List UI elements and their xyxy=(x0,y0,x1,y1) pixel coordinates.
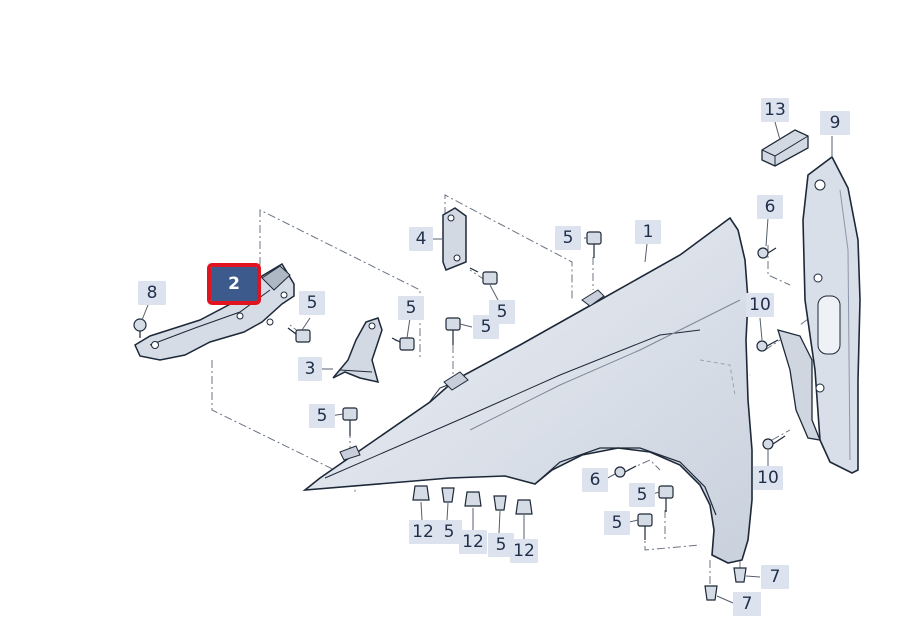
screw-icon xyxy=(757,247,777,259)
clip-icon xyxy=(733,567,747,583)
bolts xyxy=(133,231,786,601)
seal-part xyxy=(777,329,822,441)
screw-icon xyxy=(762,435,786,450)
bolt-icon xyxy=(658,485,674,512)
bolt-icon xyxy=(469,267,498,285)
callout-1[interactable]: 1 xyxy=(635,220,661,244)
callout-7[interactable]: 7 xyxy=(761,565,789,589)
screw-icon xyxy=(756,339,779,352)
callout-5[interactable]: 5 xyxy=(398,296,424,320)
callout-12[interactable]: 12 xyxy=(510,539,538,563)
support-part xyxy=(332,317,383,384)
block-part xyxy=(761,129,809,167)
screw-icon xyxy=(441,487,455,503)
callout-13[interactable]: 13 xyxy=(761,98,789,122)
callout-3[interactable]: 3 xyxy=(298,357,322,381)
clip-icon xyxy=(133,318,147,338)
callout-5[interactable]: 5 xyxy=(309,404,335,428)
callout-5[interactable]: 5 xyxy=(629,483,655,507)
bolt-icon xyxy=(586,231,602,258)
callout-6[interactable]: 6 xyxy=(582,468,608,492)
callout-5[interactable]: 5 xyxy=(436,520,462,544)
callout-10[interactable]: 10 xyxy=(753,466,783,490)
screw-icon xyxy=(614,465,637,478)
screw-icon xyxy=(493,495,507,511)
callout-12[interactable]: 12 xyxy=(459,530,487,554)
fender-part xyxy=(302,216,753,564)
callout-5[interactable]: 5 xyxy=(473,315,499,339)
callout-5[interactable]: 5 xyxy=(489,300,515,324)
clip-icon xyxy=(704,585,718,601)
bolt-icon xyxy=(637,513,653,540)
bolt-icon xyxy=(391,337,415,351)
bolt-icon xyxy=(342,407,358,436)
clip-icon xyxy=(412,485,430,501)
callout-12[interactable]: 12 xyxy=(409,520,437,544)
callout-10[interactable]: 10 xyxy=(746,293,774,317)
clip-icon xyxy=(464,491,482,507)
callout-4[interactable]: 4 xyxy=(409,227,433,251)
callout-8[interactable]: 8 xyxy=(138,281,166,305)
callout-2-selected[interactable]: 2 xyxy=(207,263,261,305)
clip-icon xyxy=(515,499,533,515)
callout-5[interactable]: 5 xyxy=(299,291,325,315)
leader-lines xyxy=(141,121,833,604)
callout-5[interactable]: 5 xyxy=(488,533,514,557)
callout-9[interactable]: 9 xyxy=(820,111,850,135)
bolt-icon xyxy=(445,317,461,345)
bolt-icon xyxy=(287,327,311,343)
callout-5[interactable]: 5 xyxy=(604,511,630,535)
callout-5[interactable]: 5 xyxy=(555,226,581,250)
side-panel-part xyxy=(802,155,861,474)
callout-6[interactable]: 6 xyxy=(757,195,783,219)
mount-part xyxy=(442,207,467,271)
callout-7[interactable]: 7 xyxy=(733,592,761,616)
